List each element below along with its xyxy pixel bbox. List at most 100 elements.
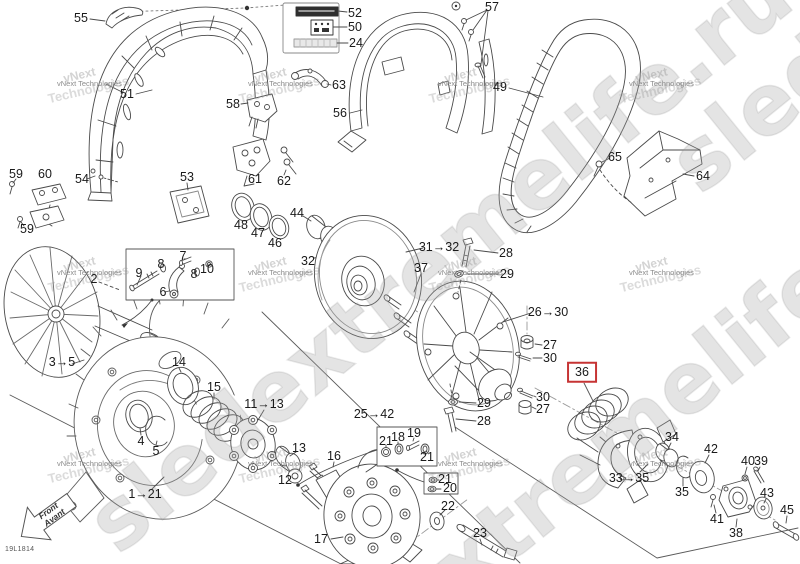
leader-1-21 [151,476,165,490]
part-callout-17[interactable]: 17 [314,531,328,546]
part-callout-19[interactable]: 19 [407,425,421,440]
part-callout-9[interactable]: 9 [135,265,143,280]
part-callout-50[interactable]: 50 [348,19,362,34]
part-callout-56[interactable]: 56 [333,105,347,120]
washer-42 [689,454,715,494]
part-callout-36[interactable]: 36 [567,361,597,383]
ring-set-48-47-46 [231,192,290,240]
part-callout-40[interactable]: 40 [741,453,755,468]
part-callout-30[interactable]: 30 [536,389,550,404]
part-callout-18[interactable]: 18 [391,429,405,444]
fender-frame-51 [87,6,270,202]
part-callout-37[interactable]: 37 [414,260,428,275]
part-callout-41[interactable]: 41 [710,511,724,526]
part-callout-2[interactable]: 2 [90,271,98,286]
part-callout-57[interactable]: 57 [485,0,499,14]
front-direction-arrow: Front Avant [20,492,77,541]
part-callout-21[interactable]: 21 [438,471,452,486]
part-callout-31-32[interactable]: 31→32 [418,239,460,254]
part-callout-47[interactable]: 47 [251,225,265,240]
part-callout-61[interactable]: 61 [248,171,262,186]
part-callout-60[interactable]: 60 [38,166,52,181]
part-callout-28[interactable]: 28 [477,413,491,428]
screw-65 [593,157,633,204]
part-callout-11-13[interactable]: 11→13 [244,396,284,411]
part-callout-22[interactable]: 22 [441,498,455,513]
part-callout-49[interactable]: 49 [493,79,507,94]
part-callout-48[interactable]: 48 [234,217,248,232]
part-callout-21[interactable]: 21 [420,449,434,464]
spring-15 [182,390,245,442]
drive-belt-49 [498,18,641,234]
snap-ring-35 [675,455,691,487]
part-callout-63[interactable]: 63 [332,77,346,92]
part-callout-54[interactable]: 54 [75,171,89,186]
frame-top-bolt [244,5,250,11]
part-callout-6[interactable]: 6 [159,284,167,299]
part-callout-45[interactable]: 45 [780,502,794,517]
part-callout-21[interactable]: 21 [379,433,393,448]
part-callout-34[interactable]: 34 [665,429,679,444]
part-callout-10[interactable]: 10 [200,261,214,276]
part-callout-13[interactable]: 13 [292,440,306,455]
part-callout-39[interactable]: 39 [754,453,768,468]
part-callout-24[interactable]: 24 [349,35,363,50]
part-callout-59[interactable]: 59 [20,221,34,236]
part-callout-53[interactable]: 53 [180,169,194,184]
part-callout-32[interactable]: 32 [301,253,315,268]
deflector-64 [623,130,703,217]
inset-box-linkage [98,248,235,328]
washer-29-bolt-28-lower [443,383,477,433]
part-callout-25-42[interactable]: 25→42 [353,406,395,421]
part-callout-55[interactable]: 55 [74,10,88,25]
part-callout-30[interactable]: 30 [543,350,557,365]
part-callout-59[interactable]: 59 [9,166,23,181]
part-callout-44[interactable]: 44 [290,205,304,220]
washer-22-bolt-23 [429,509,518,561]
pad-55 [89,6,144,29]
part-callout-27[interactable]: 27 [543,337,557,352]
part-callout-29[interactable]: 29 [477,395,491,410]
part-callout-28[interactable]: 28 [499,245,513,260]
small-brackets-top-left [9,93,297,229]
part-callout-51[interactable]: 51 [120,86,134,101]
part-callout-5[interactable]: 5 [152,443,160,458]
part-callout-27[interactable]: 27 [536,401,550,416]
part-callout-35[interactable]: 35 [675,484,689,499]
part-callout-42[interactable]: 42 [704,441,718,456]
part-callout-14[interactable]: 14 [172,354,186,369]
part-callout-43[interactable]: 43 [760,485,774,500]
part-callout-26-30[interactable]: 26→30 [527,304,569,319]
part-callout-65[interactable]: 65 [608,149,622,164]
part-callout-62[interactable]: 62 [277,173,291,188]
screw-41 [710,494,717,514]
bracket-63 [291,68,332,88]
pins-37 [383,273,422,346]
movable-sheave-26-30 [416,280,532,412]
part-callout-64[interactable]: 64 [696,168,710,183]
bearing-34 [655,442,679,468]
part-callout-8[interactable]: 8 [190,266,198,281]
part-callout-8[interactable]: 8 [157,256,165,271]
damper-27-screw-30-upper [515,335,543,362]
fasteners-57 [451,1,489,79]
part-callout-16[interactable]: 16 [327,448,341,463]
part-callout-38[interactable]: 38 [729,525,743,540]
part-callout-23[interactable]: 23 [473,525,487,540]
part-callout-46[interactable]: 46 [268,235,282,250]
part-callout-15[interactable]: 15 [207,379,221,394]
part-callout-52[interactable]: 52 [348,5,362,20]
decal-kit-box [282,2,349,54]
part-callout-4[interactable]: 4 [137,433,145,448]
part-callout-1-21[interactable]: 1→21 [128,486,162,501]
part-callout-29[interactable]: 29 [500,266,514,281]
part-callout-20[interactable]: 20 [443,480,457,495]
part-callout-7[interactable]: 7 [179,248,187,263]
sheet-code: 19L1814 [5,546,35,553]
part-callout-12[interactable]: 12 [278,472,292,487]
part-callout-33-35[interactable]: 33→35 [608,470,650,485]
part-callout-58[interactable]: 58 [226,96,240,111]
part-callout-3-5[interactable]: 3→5 [48,354,76,369]
